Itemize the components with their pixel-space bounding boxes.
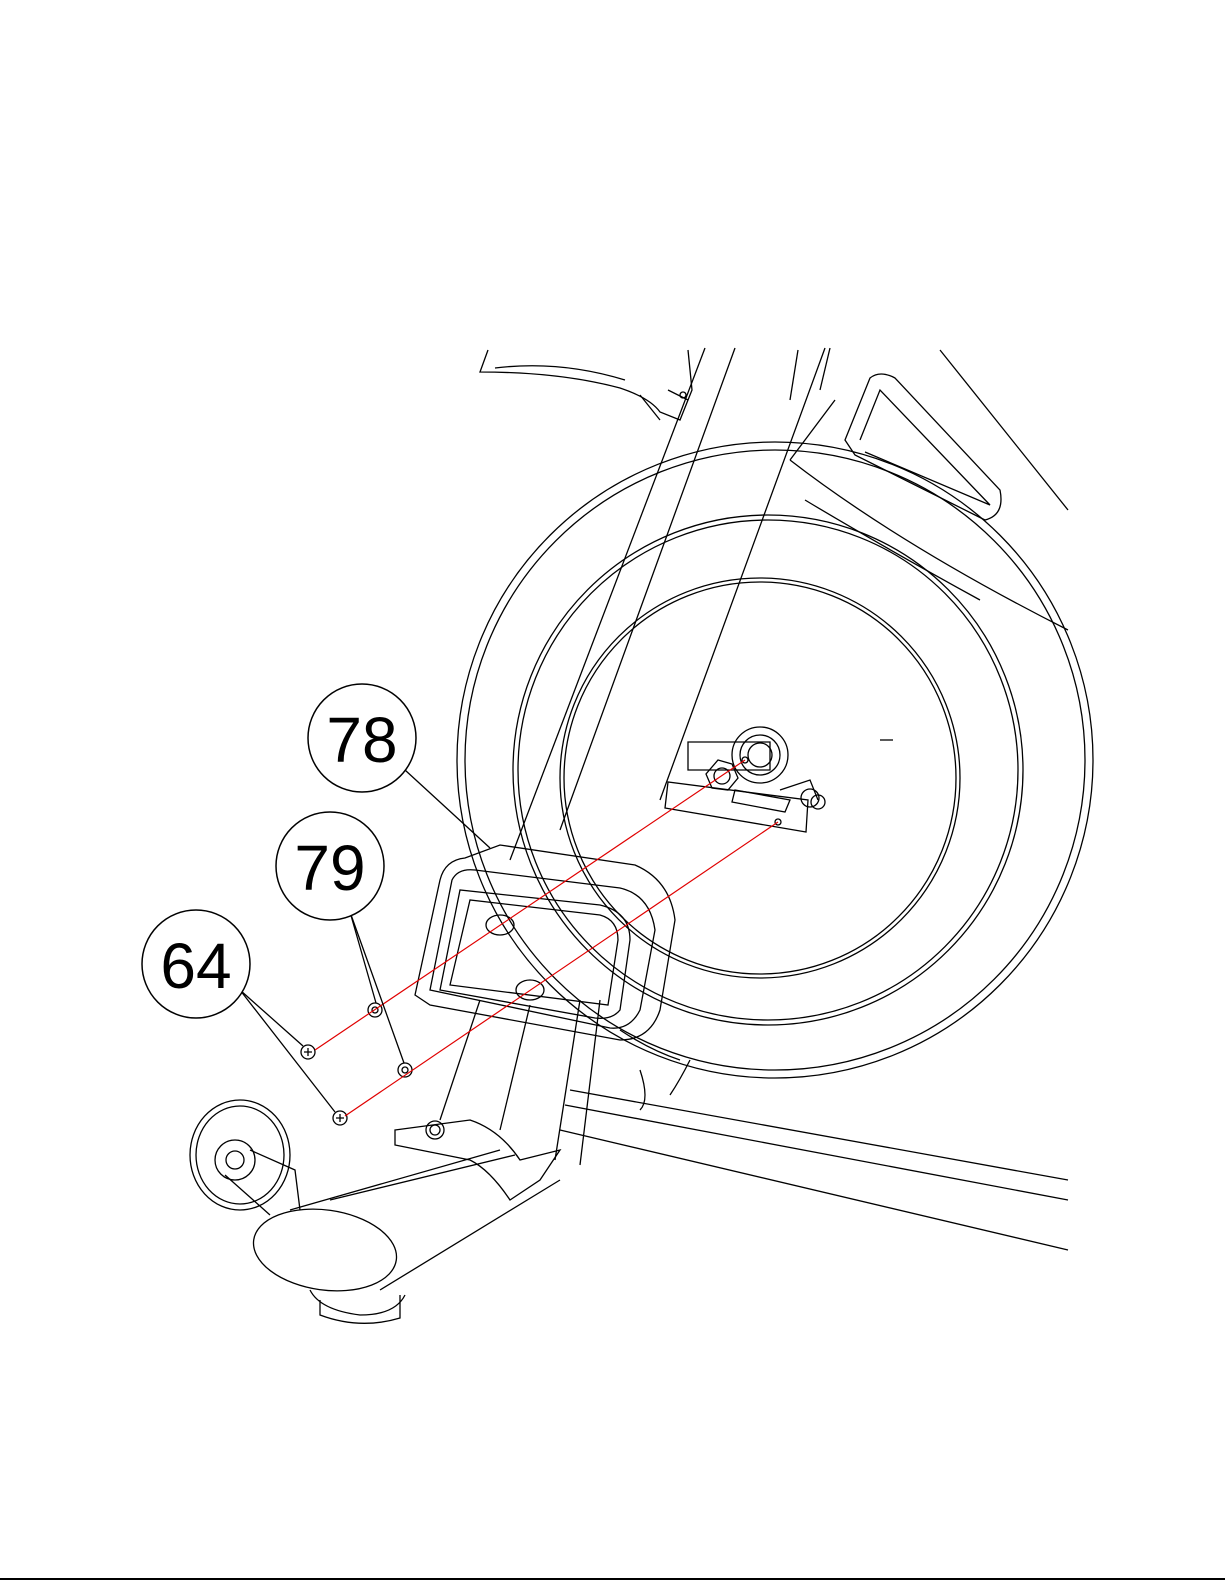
callout-79-label: 79 <box>294 832 365 904</box>
leader-79-b <box>350 912 404 1063</box>
leader-64-b <box>240 990 335 1112</box>
side-panel <box>790 350 1068 740</box>
top-bracket <box>480 350 692 420</box>
front-stabilizer <box>248 1150 560 1323</box>
leader-78 <box>405 770 490 848</box>
callout-64-label: 64 <box>160 930 231 1002</box>
base-beam <box>560 1090 1068 1250</box>
page-bottom-rule <box>0 1578 1225 1580</box>
callout-79: 79 <box>276 812 384 920</box>
cover-part-78 <box>415 845 675 1040</box>
leader-lines <box>240 770 490 1112</box>
transport-wheel <box>190 1100 300 1215</box>
callout-64: 64 <box>142 910 250 1018</box>
leader-64-a <box>240 990 303 1046</box>
flywheel-guard <box>457 442 1093 1078</box>
callout-78-label: 78 <box>326 704 397 776</box>
leader-79-a <box>350 912 376 1003</box>
base-plate <box>395 1120 560 1200</box>
axle-assembly <box>665 727 825 832</box>
callout-78: 78 <box>308 684 416 792</box>
